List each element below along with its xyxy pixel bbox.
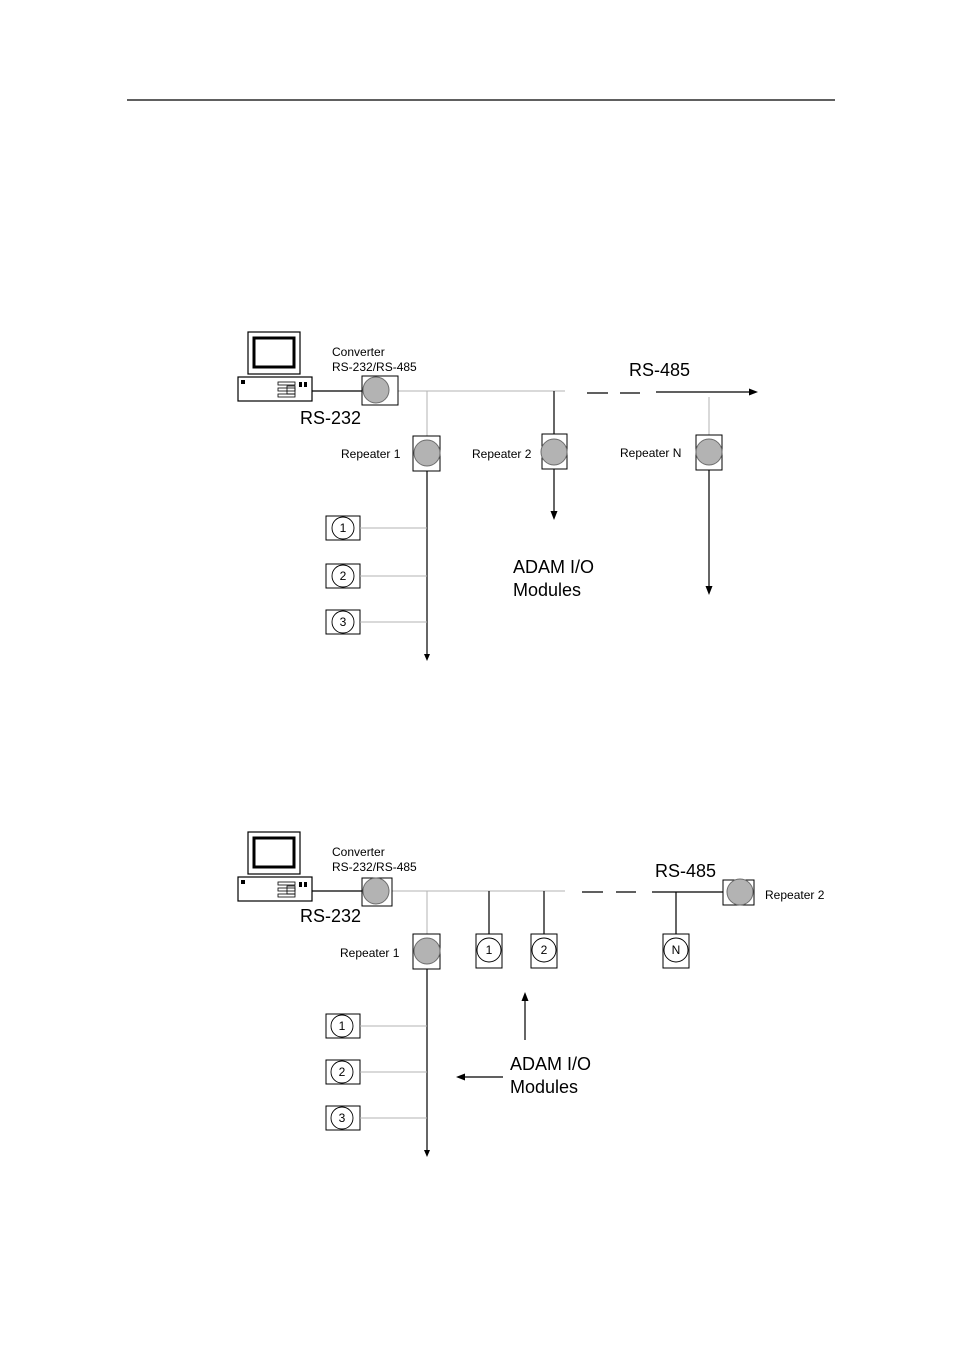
svg-text:3: 3 <box>340 615 347 629</box>
rs485-label: RS-485 <box>655 861 716 881</box>
module-3: 3 <box>326 610 360 634</box>
svg-text:1: 1 <box>339 1019 346 1033</box>
converter-label: Converter <box>332 345 385 359</box>
converter-type-label: RS-232/RS-485 <box>332 860 417 874</box>
module-1: 1 <box>326 516 360 540</box>
svg-text:3: 3 <box>339 1111 346 1125</box>
arrow-down-icon <box>706 586 713 595</box>
converter-type-label: RS-232/RS-485 <box>332 360 417 374</box>
module-2: 2 <box>326 564 360 588</box>
arrow-down-icon <box>424 1150 430 1157</box>
repeater-2-label: Repeater 2 <box>765 888 825 902</box>
bus-module-n: N <box>663 934 689 968</box>
repeater-2-label: Repeater 2 <box>472 447 532 461</box>
modules-caption-line-1: ADAM I/O <box>510 1054 591 1074</box>
arrow-down-icon <box>424 654 430 661</box>
repeater-1-label: Repeater 1 <box>341 447 401 461</box>
module-2: 2 <box>326 1060 360 1084</box>
svg-text:1: 1 <box>486 943 493 957</box>
converter-node <box>362 878 392 906</box>
svg-text:2: 2 <box>541 943 548 957</box>
repeater-1-node <box>413 436 440 471</box>
repeater-1-node <box>413 934 440 969</box>
repeater-n-label: Repeater N <box>620 446 681 460</box>
diagram-1: Converter RS-232/RS-485 RS-232 RS-485 Re… <box>238 332 758 661</box>
svg-text:N: N <box>672 943 681 957</box>
repeater-2-node <box>723 879 754 905</box>
svg-text:2: 2 <box>340 569 347 583</box>
modules-caption-line-2: Modules <box>513 580 581 600</box>
repeater-n-node <box>696 435 722 470</box>
diagram-2: Converter RS-232/RS-485 RS-232 RS-485 Re… <box>238 832 825 1157</box>
arrow-up-icon <box>522 992 529 1001</box>
arrow-right-icon <box>749 389 758 396</box>
rs485-label: RS-485 <box>629 360 690 380</box>
svg-text:2: 2 <box>339 1065 346 1079</box>
converter-label: Converter <box>332 845 385 859</box>
computer-icon <box>238 332 312 401</box>
svg-text:1: 1 <box>340 521 347 535</box>
repeater-1-label: Repeater 1 <box>340 946 400 960</box>
bus-module-2: 2 <box>531 934 557 968</box>
converter-node <box>362 376 398 405</box>
modules-caption-line-1: ADAM I/O <box>513 557 594 577</box>
computer-icon <box>238 832 312 901</box>
repeater-2-node <box>541 434 567 469</box>
arrow-left-icon <box>456 1074 465 1081</box>
rs232-label: RS-232 <box>300 408 361 428</box>
bus-module-1: 1 <box>476 934 502 968</box>
module-3: 3 <box>326 1106 360 1130</box>
module-1: 1 <box>326 1014 360 1038</box>
arrow-down-icon <box>551 511 558 520</box>
rs232-label: RS-232 <box>300 906 361 926</box>
modules-caption-line-2: Modules <box>510 1077 578 1097</box>
